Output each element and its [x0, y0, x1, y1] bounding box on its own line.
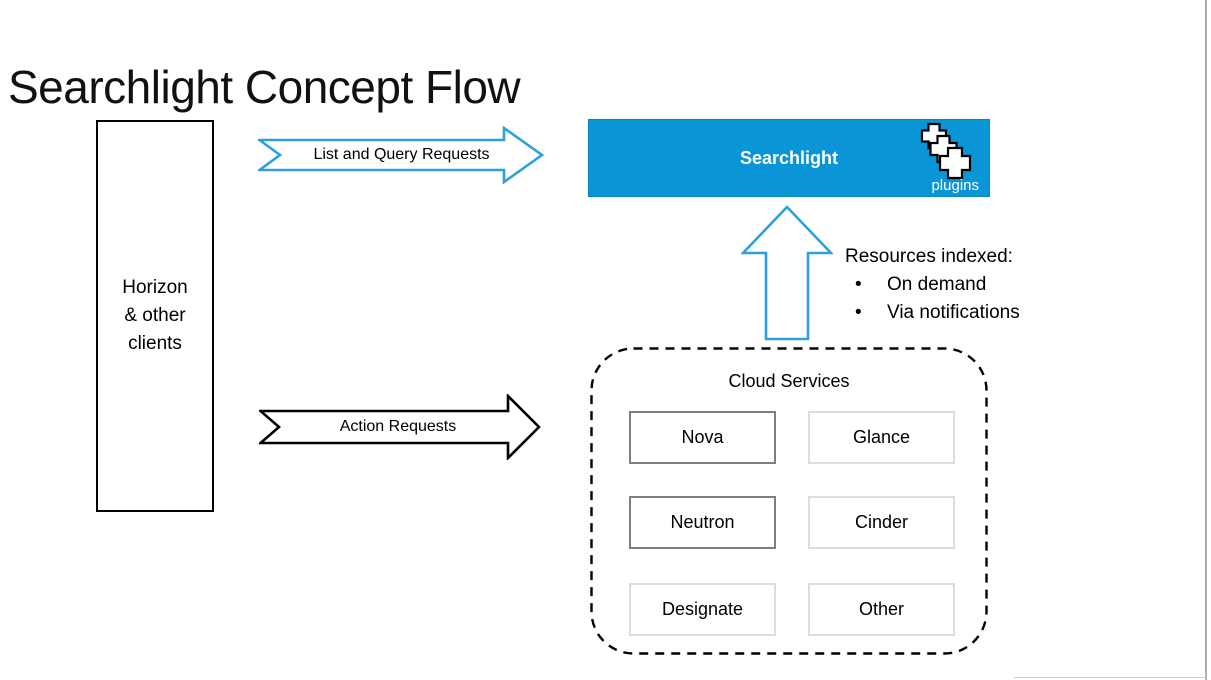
service-label: Cinder [854, 512, 909, 532]
service-label: Other [858, 599, 905, 619]
up-arrow-icon [741, 205, 833, 341]
page-title: Searchlight Concept Flow [8, 61, 521, 113]
right-arrow-shape-blue [255, 125, 545, 185]
resources-bullet-item: • Via notifications [845, 299, 1020, 327]
resources-bullet-text: On demand [887, 274, 987, 295]
cloud-services-panel: Cloud Services Nova Glance Neutron Cinde… [590, 347, 988, 655]
list-query-arrow: List and Query Requests [255, 125, 545, 185]
cloud-services-title: Cloud Services [728, 371, 850, 391]
service-box-neutron: Neutron [629, 496, 776, 549]
resources-bullet-text: Via notifications [887, 302, 1020, 323]
service-box-designate: Designate [629, 583, 776, 636]
service-box-cinder: Cinder [808, 496, 955, 549]
dashed-rounded-border [590, 347, 988, 655]
clients-box-line: & other [124, 305, 186, 326]
clients-box: Horizon & other clients [96, 120, 214, 512]
service-label: Neutron [670, 512, 735, 532]
clients-box-line: clients [128, 333, 182, 354]
slide-edge-right [1205, 0, 1207, 680]
action-arrow-label: Action Requests [339, 418, 457, 435]
service-label: Nova [681, 427, 724, 447]
right-arrow-shape-black [257, 392, 541, 462]
service-label: Glance [852, 427, 911, 447]
bullet-icon: • [855, 274, 862, 295]
plugins-stack-icon [920, 122, 972, 180]
service-box-glance: Glance [808, 411, 955, 464]
clients-box-line: Horizon [122, 277, 188, 298]
service-box-nova: Nova [629, 411, 776, 464]
resources-bullet-item: • On demand [845, 271, 1020, 299]
resources-note: Resources indexed: • On demand • Via not… [845, 243, 1020, 327]
service-label: Designate [661, 599, 744, 619]
bullet-icon: • [855, 302, 862, 323]
slide-edge-bottom [1014, 677, 1207, 678]
plugins-label: plugins [931, 177, 979, 194]
searchlight-label: Searchlight [739, 147, 839, 168]
list-query-arrow-label: List and Query Requests [313, 146, 490, 163]
resources-heading: Resources indexed: [845, 246, 1013, 267]
searchlight-box: Searchlight plugins [588, 119, 990, 197]
action-arrow: Action Requests [257, 392, 542, 462]
service-box-other: Other [808, 583, 955, 636]
